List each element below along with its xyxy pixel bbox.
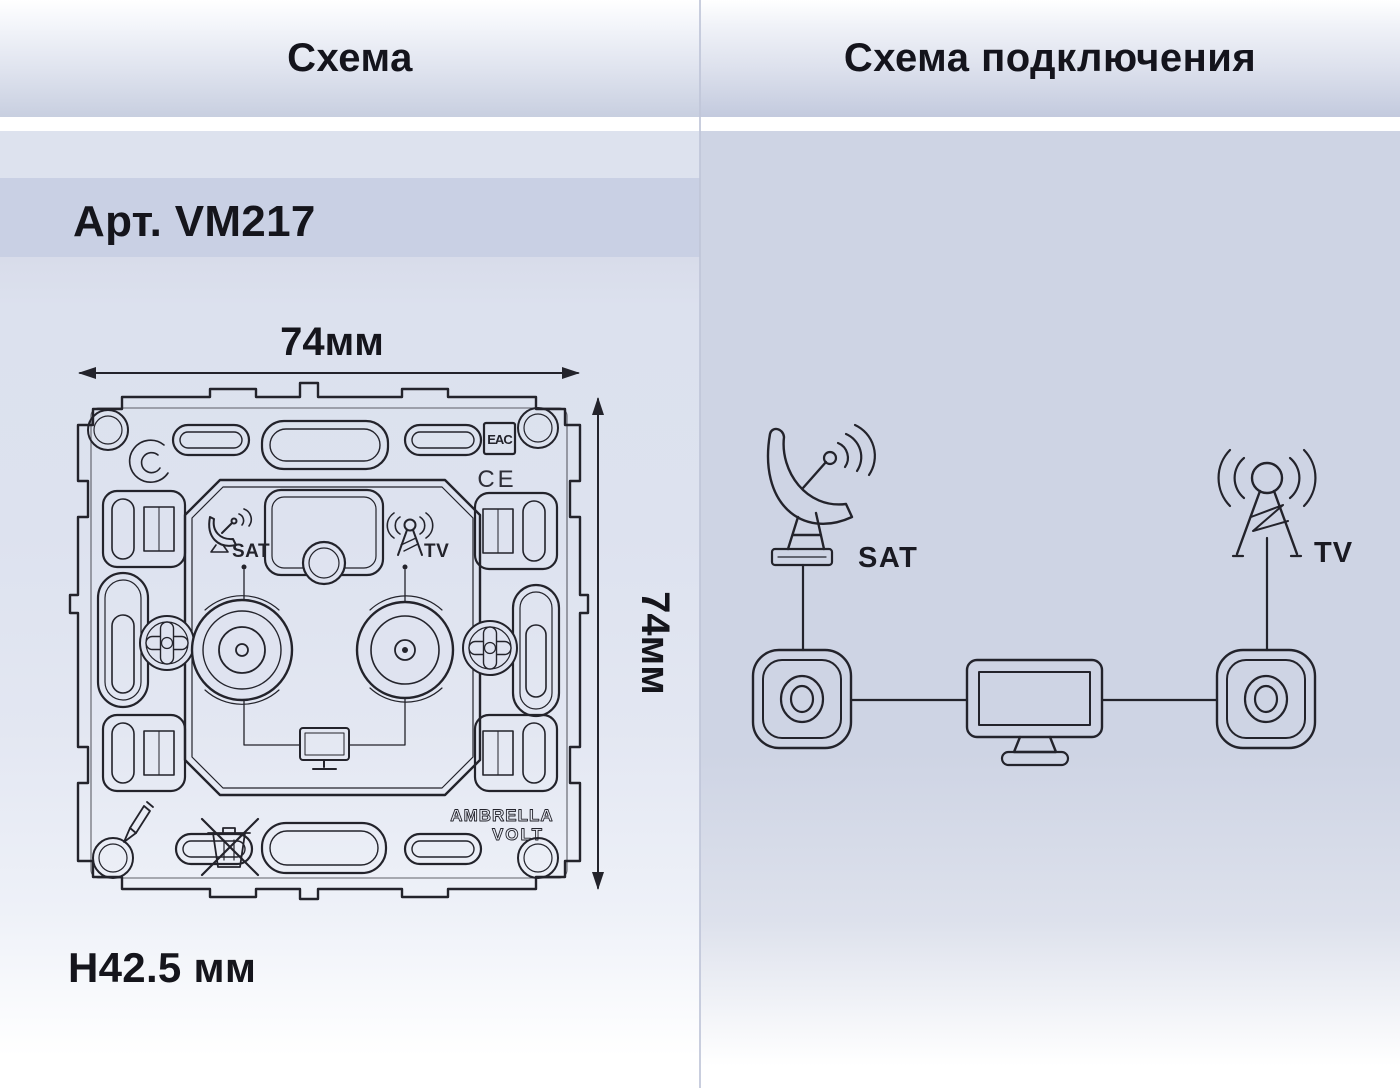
connection-panel bbox=[700, 131, 1400, 1088]
tv-source-label: TV bbox=[1314, 537, 1353, 569]
pencil-icon bbox=[123, 801, 154, 843]
swirl-detail bbox=[128, 439, 169, 483]
top-mounting-slots bbox=[171, 419, 483, 471]
tv-set-icon bbox=[299, 727, 350, 770]
connection-lines bbox=[801, 536, 1269, 702]
svg-text:EAC: EAC bbox=[487, 432, 513, 447]
height-dimension-label: 74мм bbox=[633, 591, 670, 695]
article-number: Арт. VM217 bbox=[73, 197, 316, 246]
svg-text:VOLT: VOLT bbox=[492, 825, 544, 844]
width-dimension-arrow: 74мм bbox=[78, 320, 580, 379]
tv-socket-icon bbox=[1215, 648, 1317, 750]
frame-inner-edge bbox=[90, 407, 568, 879]
mounting-frame-outline bbox=[68, 381, 590, 901]
height-dimension-arrow: 74мм bbox=[592, 397, 670, 890]
connection-scheme-drawing: SAT TV bbox=[751, 423, 1353, 767]
clamp-tabs bbox=[101, 489, 559, 793]
svg-text:AMBRELLA: AMBRELLA bbox=[450, 806, 553, 825]
ce-mark: CE bbox=[477, 466, 516, 493]
left-panel-header: Схема bbox=[0, 0, 700, 117]
corner-screw-holes bbox=[87, 407, 559, 879]
cable-clamp-recess bbox=[263, 488, 385, 586]
sat-source-label: SAT bbox=[858, 542, 918, 574]
no-trash-icon bbox=[200, 817, 260, 877]
television-icon bbox=[965, 658, 1104, 767]
eac-mark: EAC bbox=[482, 421, 517, 456]
right-panel-header: Схема подключения bbox=[700, 0, 1400, 117]
internal-wiring-lines bbox=[241, 564, 408, 746]
sat-socket-icon bbox=[751, 648, 853, 750]
tv-port-label: TV bbox=[424, 541, 449, 562]
sat-port-icon bbox=[208, 508, 253, 553]
dimensions-panel bbox=[0, 131, 700, 1088]
sat-connector bbox=[190, 595, 294, 705]
tv-connector bbox=[355, 595, 455, 703]
width-dimension-label: 74мм bbox=[280, 320, 384, 364]
fixing-screws bbox=[139, 615, 518, 676]
depth-dimension: H42.5 мм bbox=[68, 944, 257, 991]
sat-port-label: SAT bbox=[232, 541, 270, 562]
left-panel-title: Схема bbox=[287, 36, 413, 80]
bottom-mounting-slots bbox=[174, 821, 483, 875]
right-panel-title: Схема подключения bbox=[843, 36, 1257, 80]
brand-engraving: AMBRELLA VOLT bbox=[450, 806, 553, 845]
panel-divider bbox=[699, 0, 701, 1088]
tv-antenna-icon bbox=[1217, 448, 1317, 558]
tv-port-icon bbox=[386, 512, 434, 556]
mechanism-technical-drawing: 74мм 74мм bbox=[68, 320, 670, 901]
central-module-plate bbox=[183, 478, 482, 797]
